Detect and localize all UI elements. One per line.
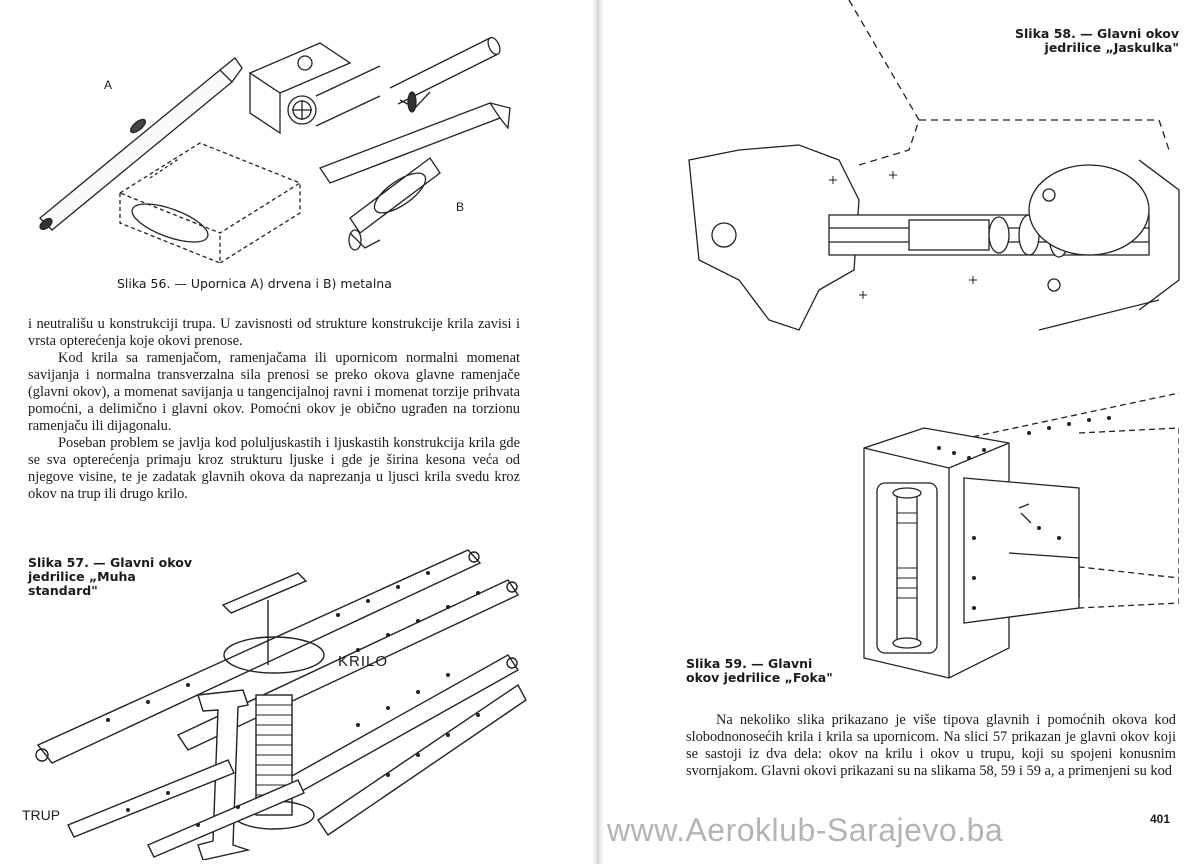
figure-58-caption: Slika 58. — Glavni okov jedrilice „Jasku… bbox=[1015, 26, 1179, 55]
right-paragraph-1: Na nekoliko slika prikazano je više tipo… bbox=[686, 712, 1176, 779]
figure-59-caption: Slika 59. — Glavni okov jedrilice „Foka" bbox=[686, 656, 833, 685]
left-page: A B Slika 56. — Upornica A) drvena i B) … bbox=[0, 0, 592, 864]
figure-57-caption: Slika 57. — Glavni okov jedrilice „Muha … bbox=[28, 555, 192, 598]
page-number: 401 bbox=[1150, 812, 1171, 826]
figure-56-strut-drawing: A B bbox=[20, 18, 520, 263]
figure-56-caption: Slika 56. — Upornica A) drvena i B) meta… bbox=[117, 276, 392, 291]
left-paragraph-1: i neutrališu u konstrukciji trupa. U zav… bbox=[28, 316, 520, 349]
figure-57-label-trup: TRUP bbox=[22, 807, 61, 823]
right-page-body-text: Na nekoliko slika prikazano je više tipo… bbox=[686, 712, 1176, 780]
figure-59-fitting-drawing bbox=[849, 388, 1179, 688]
figure-56-label-b: B bbox=[456, 200, 465, 214]
figure-57-fitting-drawing: KRILO TRUP bbox=[22, 545, 528, 860]
book-gutter bbox=[592, 0, 604, 864]
figure-58-fitting-drawing bbox=[679, 0, 1189, 345]
figure-57-label-krilo: KRILO bbox=[338, 653, 389, 670]
left-paragraph-2: Kod krila sa ramenjačom, ramenjačama ili… bbox=[28, 350, 520, 434]
left-paragraph-3: Poseban problem se javlja kod poluljuska… bbox=[28, 435, 520, 502]
left-page-body-text: i neutrališu u konstrukciji trupa. U zav… bbox=[28, 316, 520, 503]
right-page: Slika 58. — Glavni okov jedrilice „Jasku… bbox=[604, 0, 1200, 864]
figure-56-label-a: A bbox=[104, 78, 113, 92]
watermark-text: www.Aeroklub-Sarajevo.ba bbox=[607, 812, 1004, 848]
